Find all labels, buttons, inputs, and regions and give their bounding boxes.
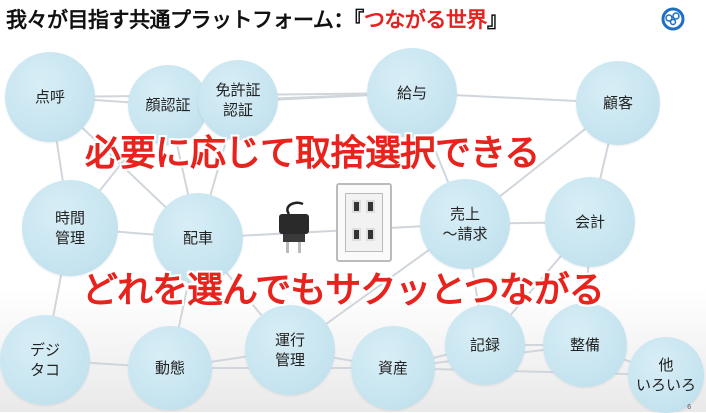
banner-easy-connect: どれを選んでもサクッとつながる (82, 270, 605, 311)
node-customer: 顧客 (576, 61, 660, 145)
circular-nodes-logo-icon (661, 7, 685, 31)
node-label: 給与 (396, 83, 427, 102)
banner-selectable: 必要に応じて取捨選択できる (85, 133, 540, 174)
connection-line (392, 367, 667, 376)
slide-title: 我々が目指す共通プラットフォーム：『つながる世界』 (6, 4, 508, 34)
title-end: 』 (486, 8, 508, 32)
node-dispatch: 配車 (153, 193, 243, 283)
node-assets: 資産 (351, 326, 435, 410)
title-main: 我々が目指す共通プラットフォーム：『 (6, 8, 364, 32)
node-others: 他 いろいろ (628, 337, 704, 413)
node-operation: 運行 管理 (245, 305, 335, 395)
node-label: 顧客 (602, 93, 633, 112)
power-plug-icon (275, 200, 325, 259)
node-record: 記録 (445, 305, 525, 385)
node-label: 免許証 認証 (215, 80, 261, 119)
node-face: 顔認証 (128, 65, 208, 145)
page-number: 6 (687, 403, 692, 411)
title-accent: つながる世界 (363, 8, 488, 32)
node-label: 資産 (377, 358, 408, 377)
node-label: 顔認証 (145, 95, 191, 114)
node-sales: 売上 ～請求 (420, 179, 510, 269)
node-label: 記録 (469, 335, 500, 354)
node-label: 売上 ～請求 (442, 204, 488, 243)
node-salary: 給与 (367, 48, 457, 138)
node-label: 運行 管理 (274, 330, 305, 369)
node-label: デジ タコ (29, 340, 60, 379)
node-label: 他 いろいろ (635, 355, 696, 394)
node-license: 免許証 認証 (198, 60, 278, 140)
node-digitaco: デジ タコ (0, 315, 90, 405)
node-time: 時間 管理 (22, 180, 118, 276)
node-label: 時間 管理 (54, 208, 85, 247)
node-accounting: 会計 (545, 177, 635, 267)
node-tenko: 点呼 (5, 52, 95, 142)
node-motion: 動態 (128, 326, 212, 410)
node-label: 動態 (154, 358, 185, 377)
node-maintenance: 整備 (543, 303, 627, 387)
node-label: 整備 (569, 335, 600, 354)
node-label: 点呼 (34, 87, 65, 106)
wall-outlet-icon (336, 183, 392, 262)
node-label: 会計 (574, 212, 605, 231)
node-label: 配車 (182, 228, 213, 247)
